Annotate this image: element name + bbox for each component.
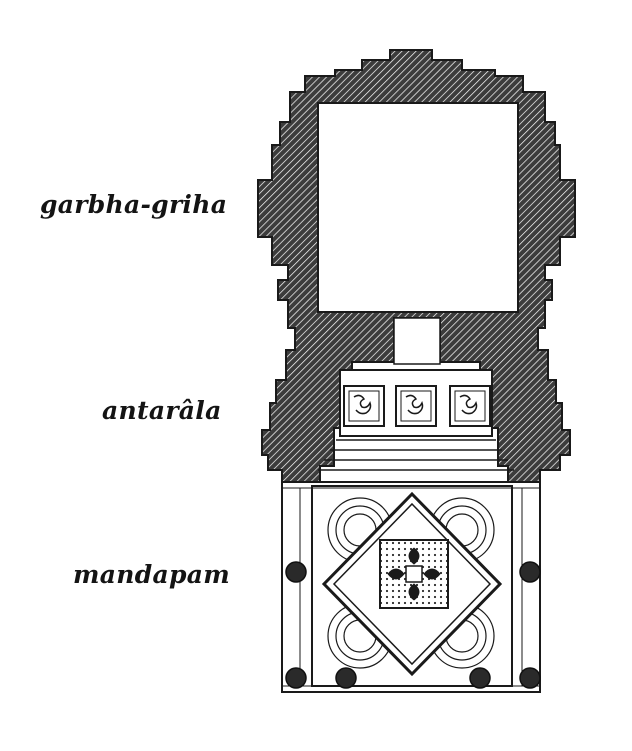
- sanctum-doorway: [393, 317, 441, 365]
- label-garbha-griha: garbha-griha: [40, 190, 228, 219]
- steps: [318, 439, 514, 471]
- label-mandapam: mandapam: [73, 560, 231, 589]
- label-antarala: antarâla: [102, 396, 222, 425]
- ceiling-diamond: [321, 491, 503, 677]
- antarala-niches: [343, 385, 491, 427]
- mandapam-pillars: [285, 561, 541, 689]
